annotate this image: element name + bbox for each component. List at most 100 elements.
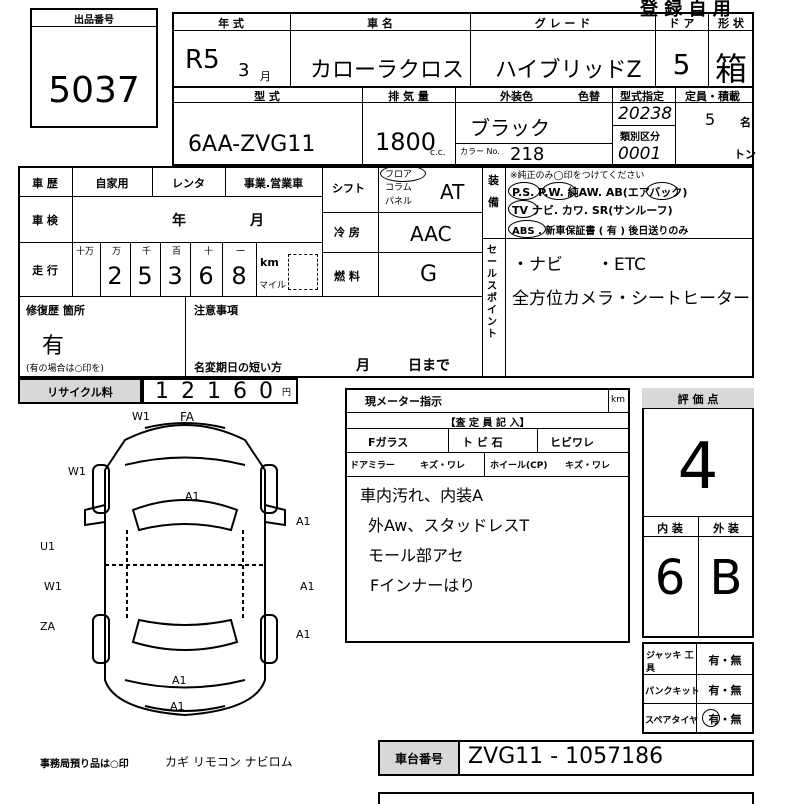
jack-value[interactable]: 有・無 [708, 654, 742, 667]
recycle-digit: 1 [155, 379, 169, 404]
month-unit: 月 [260, 70, 271, 83]
damage-mark: A1 [300, 580, 315, 593]
year-value: R5 [185, 45, 220, 75]
inspection-year: 年 [172, 213, 186, 229]
inspector-note-1: 車内汚れ、内装A [360, 486, 484, 505]
lot-label: 出品番号 [74, 15, 114, 26]
damage-mark: FA [180, 410, 195, 424]
shape-value: 箱 [714, 50, 747, 88]
row2-box [172, 86, 754, 166]
shift-floor-circle [380, 165, 426, 182]
grade-col-label: グ レ ー ド [534, 17, 591, 30]
puncture-label: パンクキット [645, 687, 700, 697]
digit-unit-1k: 千 [142, 247, 152, 257]
glass-opt-crack[interactable]: ヒビワレ [550, 436, 594, 449]
bottom-box [378, 792, 754, 804]
mirror-label: ドアミラー [350, 461, 395, 471]
mirror-opts[interactable]: キズ・ワレ [420, 461, 466, 471]
digit-unit-10: 十 [204, 247, 214, 257]
recycle-label: リサイクル料 [47, 386, 113, 399]
history-label: 車 歴 [32, 177, 58, 190]
inspection-label: 車 検 [32, 214, 58, 227]
recycle-digit: 0 [259, 379, 273, 404]
type-value: 6AA-ZVG11 [188, 132, 316, 157]
caution-label: 注意事項 [194, 304, 238, 317]
damage-mark: A1 [172, 674, 187, 687]
displacement-label: 排 気 量 [388, 90, 429, 103]
ac-label: 冷 房 [334, 226, 360, 239]
digit-unit-100k: 十万 [76, 247, 95, 257]
glass-label: Fガラス [368, 436, 409, 449]
lot-number-box [30, 8, 158, 128]
lot-number: 5037 [48, 70, 140, 111]
km-label: km [260, 256, 279, 269]
ac-value: AAC [410, 222, 452, 246]
mileage-digit: 8 [231, 262, 247, 290]
capacity-unit: 名 [740, 116, 751, 129]
history-opt-business[interactable]: 事業.営業車 [243, 177, 304, 190]
capacity-label: 定員・積載 [685, 90, 740, 103]
repair-note: (有の場合は○印を) [26, 364, 104, 374]
class-label: 類別区分 [620, 132, 660, 143]
capacity-value: 5 [705, 110, 716, 129]
type-label: 型 式 [254, 90, 280, 103]
recycle-digit: 2 [181, 379, 195, 404]
shift-opt-panel[interactable]: パネル [385, 197, 413, 207]
equipment-line2: TV ナビ. カワ. SR(サンルーフ) [512, 204, 673, 217]
inspector-note-4: Fインナーはり [370, 576, 476, 595]
expiry-label: 名変期日の短い方 [194, 361, 282, 374]
year-col-label: 年 式 [218, 17, 244, 30]
glass-opt-chip[interactable]: ト ビ 石 [462, 436, 503, 449]
tv-circle [508, 200, 538, 218]
inspector-section-label: 【査 定 員 記 入】 [445, 418, 530, 429]
expiry-day: 日まで [408, 358, 450, 374]
name-col-label: 車 名 [367, 17, 393, 30]
recycle-unit: 円 [282, 388, 292, 398]
equipment-note: ※純正のみ◯印をつけてください [510, 171, 645, 181]
shift-label: シフト [332, 182, 365, 195]
office-note: 事務局預り品は○印 [40, 759, 129, 770]
interior-value: 6 [654, 550, 686, 606]
recycle-label-box [18, 378, 142, 404]
history-opt-private[interactable]: 自家用 [95, 177, 129, 190]
repair-value: 有 [42, 334, 65, 359]
damage-mark: ZA [40, 620, 56, 633]
shift-opt-column[interactable]: コラム [385, 183, 412, 193]
damage-mark: A1 [185, 490, 200, 503]
office-items: カギ リモコン ナビロム [165, 755, 293, 769]
chassis-value: ZVG11 - 1057186 [468, 744, 664, 769]
damage-mark: W1 [44, 580, 62, 593]
history-opt-rental[interactable]: レンタ [172, 177, 205, 190]
tools-box [642, 642, 754, 734]
sales-line1: ・ナビ ・ETC [512, 255, 646, 275]
type-designation-label: 型式指定 [620, 90, 664, 103]
interior-label: 内 装 [657, 522, 683, 535]
digit-unit-1: 一 [236, 247, 246, 257]
digit-unit-100: 百 [172, 247, 182, 257]
color-no-label: カラー No. [460, 147, 500, 156]
score-label: 評 価 点 [677, 393, 719, 406]
puncture-value[interactable]: 有・無 [708, 684, 742, 697]
wheel-label: ホイール(CP) [490, 461, 548, 471]
color-no-value: 218 [510, 144, 545, 165]
pw-circle [542, 182, 576, 200]
wheel-opts[interactable]: キズ・ワレ [565, 461, 611, 471]
mileage-digit: 6 [198, 262, 214, 290]
expiry-month: 月 [356, 358, 370, 374]
mile-checkbox[interactable] [288, 254, 318, 290]
inspector-box [345, 388, 630, 643]
meter-unit: km [611, 395, 625, 405]
type-designation-value: 20238 [618, 104, 673, 124]
digit-unit-10k: 万 [112, 247, 122, 257]
mile-label: マイル [259, 281, 287, 291]
spare-none-circle [702, 709, 720, 727]
month-value: 3 [238, 60, 250, 81]
equipment-line3: ABS . 新車保証書 ( 有 ) 後日送りのみ [512, 226, 689, 237]
color-label: 外装色 [500, 90, 533, 103]
class-value: 0001 [618, 144, 662, 164]
repair-label: 修復歴 箇所 [26, 304, 85, 317]
damage-mark: A1 [170, 700, 185, 713]
grade-value: ハイブリッドZ [495, 58, 642, 83]
chassis-value-box [458, 740, 754, 776]
displacement-unit: c.c. [430, 148, 446, 158]
